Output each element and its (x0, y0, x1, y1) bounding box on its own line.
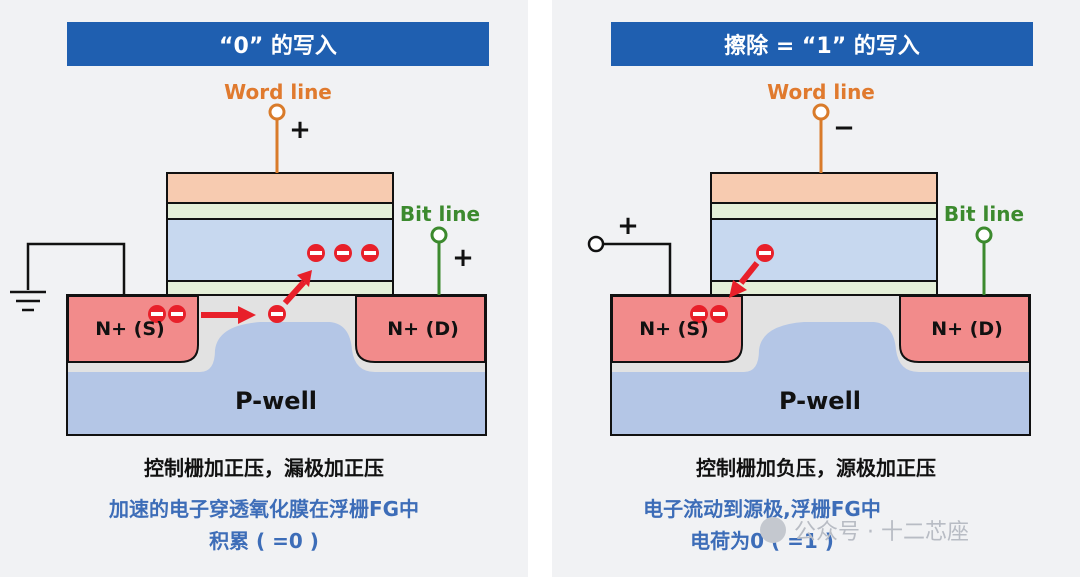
drain-label: N+ (D) (387, 318, 459, 340)
panel-write-zero: “0” 的写入 Word line + Bit line + (0, 0, 528, 577)
electron-icon (334, 244, 352, 262)
caption-condition: 控制栅加负压，源极加正压 (696, 456, 936, 480)
word-line-sign: − (833, 113, 855, 143)
panel-title: “0” 的写入 (67, 22, 489, 66)
p-well-region (612, 322, 1029, 434)
electron-icon (168, 305, 186, 323)
word-line-label: Word line (767, 80, 875, 104)
drain-region (355, 295, 486, 363)
floating-gate (166, 218, 394, 282)
bit-line-terminal (430, 226, 448, 244)
bit-line-terminal (975, 226, 993, 244)
word-line-terminal (268, 103, 286, 121)
tunnel-oxide (166, 280, 394, 296)
p-well-region (68, 322, 485, 434)
electron-icon (307, 244, 325, 262)
inter-gate-oxide (166, 202, 394, 220)
watermark-text: 公众号 · 十二芯座 (794, 520, 969, 545)
electron-icon (690, 305, 708, 323)
arrow-icon (297, 270, 312, 287)
wechat-icon (760, 517, 786, 543)
flash-cell-diagram: Word line − Bit line + N+ (S) N+ (D) P-w… (587, 80, 1031, 436)
bit-line-sign: + (452, 243, 474, 273)
panel-erase-one: 擦除 = “1” 的写入 Word line − Bit line + N+ (… (552, 0, 1080, 577)
source-sign: + (617, 211, 639, 241)
caption-condition: 控制栅加正压，漏极加正压 (144, 456, 384, 480)
bit-line-label: Bit line (400, 202, 480, 226)
electron-icon (268, 305, 286, 323)
inter-gate-oxide (710, 202, 938, 220)
arrow-icon (238, 306, 256, 324)
source-label: N+ (S) (639, 318, 709, 340)
electron-icon (710, 305, 728, 323)
source-label: N+ (S) (95, 318, 165, 340)
panel-title: 擦除 = “1” 的写入 (611, 22, 1033, 66)
arrow-icon (729, 280, 747, 298)
flash-cell-diagram: Word line + Bit line + N+ (S) N+ (D) P-w… (10, 80, 487, 436)
word-line-sign: + (289, 115, 311, 145)
source-terminal (587, 235, 605, 253)
control-gate (166, 172, 394, 204)
electron-icon (756, 244, 774, 262)
drain-label: N+ (D) (931, 318, 1003, 340)
floating-gate (710, 218, 938, 282)
electron-icon (148, 305, 166, 323)
caption-result-line1: 加速的电子穿透氧化膜在浮栅FG中 (108, 497, 420, 521)
source-region (611, 295, 743, 363)
p-well-label: P-well (235, 387, 317, 415)
word-line-terminal (812, 103, 830, 121)
drain-region (899, 295, 1030, 363)
electron-icon (361, 244, 379, 262)
p-well-label: P-well (779, 387, 861, 415)
tunnel-oxide (710, 280, 938, 296)
caption-result-line2: 积累 ( =0 ) (209, 529, 319, 553)
word-line-label: Word line (224, 80, 332, 104)
bit-line-label: Bit line (944, 202, 1024, 226)
caption-result-line1: 电子流动到源极,浮栅FG中 (643, 497, 881, 521)
watermark: 公众号 · 十二芯座 (760, 514, 969, 546)
control-gate (710, 172, 938, 204)
